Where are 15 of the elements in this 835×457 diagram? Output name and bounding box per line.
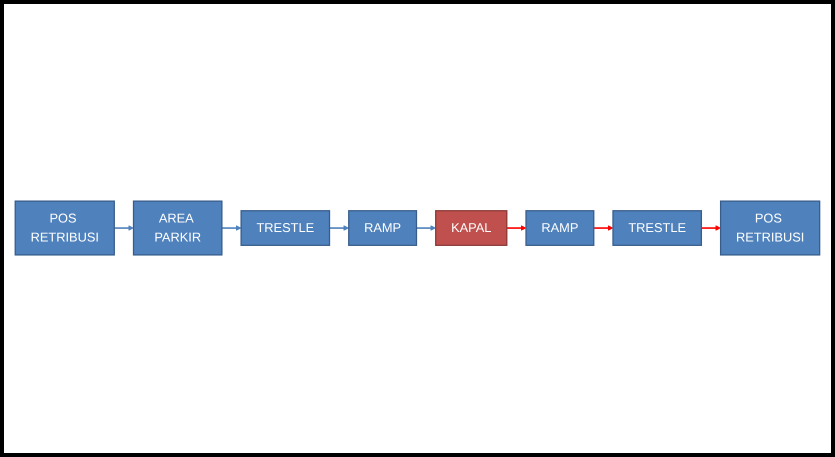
node-box: KAPAL <box>435 210 508 246</box>
arrow <box>594 226 614 232</box>
node-box: TRESTLE <box>240 210 330 246</box>
node-box: TRESTLE <box>612 210 702 246</box>
node-box: POS RETRIBUSI <box>720 200 820 256</box>
node-box: RAMP <box>348 210 418 246</box>
arrow <box>701 226 721 232</box>
arrow <box>114 226 134 232</box>
arrow <box>506 226 526 232</box>
node-box: RAMP <box>525 210 594 246</box>
arrow <box>416 226 436 232</box>
node-box: AREA PARKIR <box>132 200 223 256</box>
node-box: POS RETRIBUSI <box>14 200 115 256</box>
arrow <box>222 226 242 232</box>
arrow <box>330 226 350 232</box>
